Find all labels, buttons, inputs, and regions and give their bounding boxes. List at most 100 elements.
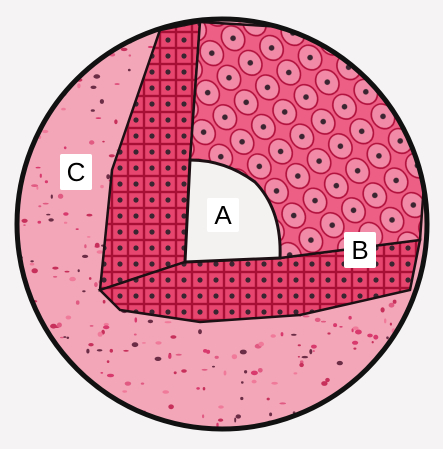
tissue-speck [174,371,177,374]
tissue-speck [123,350,128,352]
tissue-speck [348,316,351,320]
label-a: A [207,198,239,232]
tissue-speck [78,269,80,272]
tissue-speck [102,141,105,143]
tissue-speck [22,219,28,223]
tissue-speck [53,276,57,278]
tissue-speck [77,83,80,88]
tissue-speck [90,325,94,327]
tissue-speck [84,244,86,248]
tissue-speck [30,260,33,262]
tissue-speck [271,334,276,338]
tissue-speck [269,413,272,417]
tissue-speck [128,69,131,72]
tissue-speck [309,349,312,354]
tissue-speck [196,387,200,390]
tissue-speck [46,214,50,216]
tissue-speck [132,342,139,347]
tissue-speck [165,321,172,323]
tissue-speck [106,174,110,179]
tissue-speck [38,221,42,224]
label-c: C [60,154,92,190]
tissue-speck [337,361,343,365]
tissue-speck [393,300,397,304]
tissue-speck [69,277,76,281]
tissue-speck [353,348,356,350]
tissue-speck [64,222,67,224]
tissue-speck [94,282,98,287]
tissue-speck [390,323,392,326]
tissue-speck [313,350,315,352]
tissue-speck [57,323,62,328]
tissue-speck [135,317,138,322]
tissue-speck [206,350,210,354]
tissue-speck [122,390,127,392]
tissue-speck [93,74,100,78]
tissue-speck [271,382,278,385]
tissue-speck [294,372,298,374]
tissue-speck [311,345,317,349]
tissue-speck [100,185,104,188]
tissue-speck [42,130,48,133]
tissue-speck [381,307,385,312]
tissue-speck [236,414,241,418]
tissue-speck [115,83,120,85]
tissue-speck [202,369,208,371]
tissue-speck [202,414,204,418]
tissue-speck [58,194,63,199]
tissue-speck [125,382,131,386]
tissue-speck [258,368,263,373]
tissue-speck [91,109,95,112]
tissue-speck [384,318,386,323]
tissue-speck [63,212,68,215]
tissue-speck [141,383,144,385]
tissue-speck [67,337,70,339]
tissue-speck [100,99,104,104]
tissue-speck [36,167,41,169]
tissue-speck [45,180,48,183]
tissue-speck [103,300,106,304]
tissue-speck [134,334,137,336]
tissue-speck [298,356,300,358]
tissue-speck [50,324,57,329]
tissue-speck [82,290,85,292]
tissue-speck [321,321,326,323]
tissue-speck [291,334,297,336]
tissue-speck [110,349,113,353]
tissue-speck [373,335,378,340]
tissue-speck [103,325,109,329]
tissue-speck [76,228,79,230]
tissue-speck [352,341,358,345]
tissue-speck [325,378,330,382]
tissue-speck [252,380,257,384]
tissue-speck [339,326,342,328]
tissue-speck [23,224,26,226]
tissue-speck [97,349,103,351]
tissue-speck [218,419,223,422]
tissue-speck [232,354,237,359]
tissue-speck [298,344,301,346]
tissue-speck [333,323,337,327]
tissue-speck [88,343,93,346]
tissue-speck [355,330,362,335]
tissue-speck [251,371,258,376]
tissue-speck [386,336,389,339]
tissue-speck [40,174,42,178]
tissue-speck [241,381,244,383]
tissue-speck [389,303,395,308]
tissue-speck [48,218,53,221]
tissue-speck [65,271,70,273]
tissue-speck [60,337,64,339]
tissue-speck [95,243,100,248]
tissue-speck [267,398,270,401]
tissue-speck [86,349,89,354]
tissue-speck [303,315,310,317]
tissue-speck [240,397,243,400]
tissue-speck [89,140,94,144]
tissue-speck [302,356,308,358]
tissue-speck [176,354,182,356]
tissue-speck [327,332,330,334]
tissue-speck [107,374,114,377]
tissue-speck [372,341,374,343]
tissue-speck [98,332,103,337]
